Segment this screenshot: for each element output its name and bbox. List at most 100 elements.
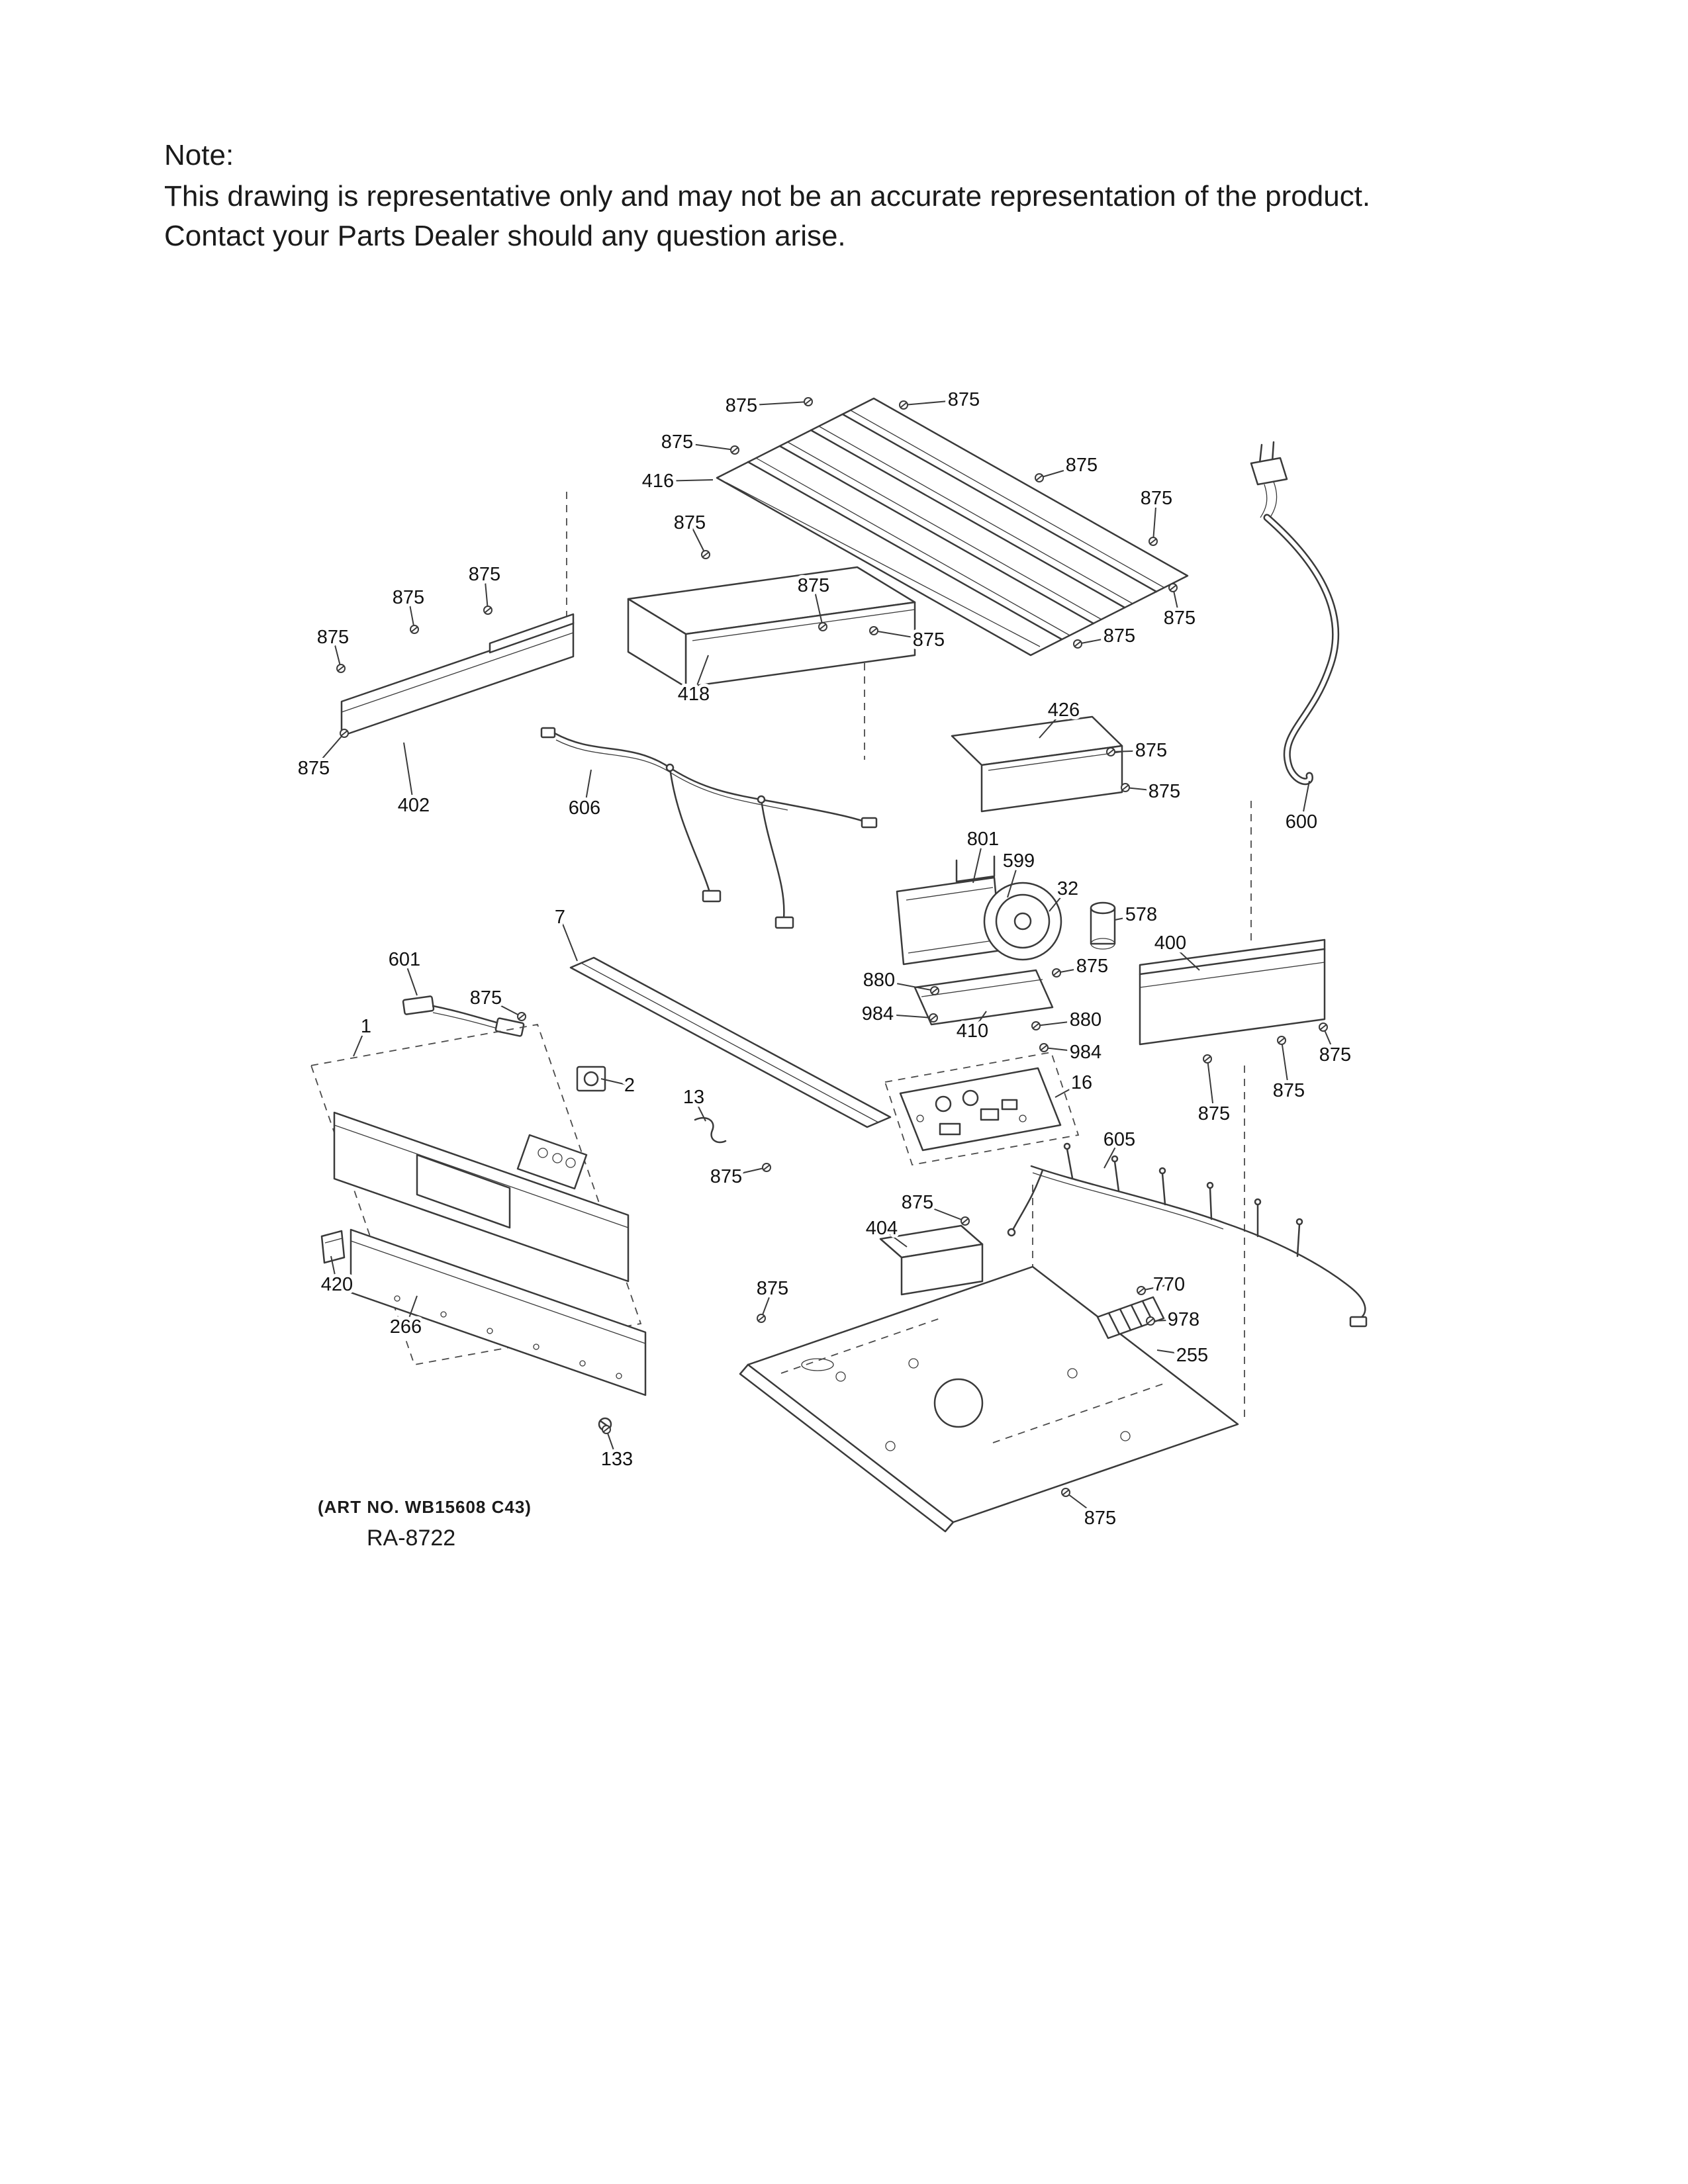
control-panel-face-266	[350, 1228, 647, 1396]
leader-line-875	[1207, 1058, 1215, 1115]
part-number-7: 7	[555, 907, 565, 928]
leader-line-770	[1141, 1284, 1170, 1291]
part-number-400: 400	[1154, 933, 1186, 954]
mounting-bracket-426	[951, 715, 1123, 813]
leader-line-266	[405, 1295, 418, 1328]
leader-line-875	[484, 574, 489, 611]
leader-line-875	[741, 401, 809, 406]
leader-line-875	[1172, 587, 1180, 619]
part-number-875: 875	[674, 512, 706, 533]
leader-line-418	[693, 655, 709, 695]
screw-icon	[483, 606, 492, 615]
part-number-875: 875	[710, 1166, 742, 1187]
part-number-606: 606	[569, 797, 600, 819]
top-cover-panel-416	[716, 397, 1189, 657]
leader-line-420	[330, 1255, 338, 1285]
leader-line-875	[485, 997, 522, 1017]
screw-icon	[730, 445, 739, 455]
leader-line-875	[689, 522, 706, 555]
screw-icon	[757, 1314, 766, 1323]
screw-icon	[1035, 473, 1044, 482]
screw-icon	[701, 550, 710, 559]
screw-icon	[1203, 1054, 1212, 1064]
leader-line-880	[1035, 1019, 1086, 1026]
screw-icon	[930, 986, 939, 995]
note-title: Note:	[164, 139, 234, 171]
ribbon-cable-601	[402, 995, 525, 1037]
leader-line-1	[353, 1026, 367, 1057]
part-number-875: 875	[1198, 1103, 1230, 1124]
wire-harness-605	[1007, 1142, 1368, 1328]
screw-icon	[762, 1163, 771, 1172]
part-number-13: 13	[683, 1087, 704, 1108]
leader-line-984	[1043, 1047, 1086, 1053]
leader-line-875	[1125, 787, 1165, 792]
part-number-875: 875	[298, 758, 330, 779]
leader-line-605	[1103, 1139, 1120, 1169]
part-number-599: 599	[1003, 850, 1035, 872]
leader-line-2	[600, 1078, 630, 1086]
part-number-801: 801	[967, 829, 999, 850]
part-number-880: 880	[863, 970, 895, 991]
leader-line-875	[1056, 966, 1093, 974]
part-number-880: 880	[1070, 1009, 1102, 1030]
part-number-1: 1	[361, 1016, 371, 1037]
screw-icon	[804, 397, 813, 406]
footer-block: (ART NO. WB15608 C43) RA-8722	[318, 1497, 532, 1551]
part-number-600: 600	[1286, 811, 1317, 833]
leader-line-880	[878, 979, 935, 991]
leader-line-984	[877, 1013, 934, 1019]
part-number-426: 426	[1048, 700, 1080, 721]
leader-line-875	[408, 597, 415, 630]
part-number-978: 978	[1168, 1309, 1199, 1330]
leader-line-875	[1077, 635, 1120, 645]
screw-icon	[869, 626, 878, 635]
screw-icon	[1277, 1036, 1286, 1045]
screw-icon	[1061, 1488, 1070, 1497]
leader-line-978	[1150, 1319, 1184, 1322]
leader-line-400	[1170, 942, 1200, 971]
mounting-plate-410	[914, 969, 1054, 1026]
duct-404	[879, 1224, 984, 1296]
screw-icon	[961, 1216, 970, 1226]
blower-motor-assembly	[896, 855, 1062, 1026]
leader-line-404	[881, 1228, 908, 1248]
screw-icon	[1073, 639, 1082, 649]
leader-line-606	[584, 769, 592, 809]
part-number-578: 578	[1125, 904, 1157, 925]
control-board-16	[884, 1051, 1080, 1166]
part-number-875: 875	[470, 987, 502, 1009]
screw-icon	[929, 1013, 938, 1023]
part-number-875: 875	[1135, 740, 1167, 761]
part-number-875: 875	[1319, 1044, 1351, 1066]
right-side-panel-400	[1139, 938, 1326, 1046]
leader-line-416	[657, 479, 714, 482]
screw-icon	[340, 729, 349, 738]
part-number-410: 410	[957, 1021, 988, 1042]
screw-icon	[517, 1012, 526, 1021]
leader-line-875	[1323, 1026, 1336, 1056]
terminal-block-255	[1096, 1296, 1165, 1340]
screw-icon	[1106, 747, 1115, 756]
screw-icon	[1168, 583, 1178, 592]
art-number: (ART NO. WB15608 C43)	[318, 1497, 532, 1517]
screw-icon	[1052, 968, 1061, 978]
support-bracket-7	[569, 956, 892, 1128]
screw-icon	[602, 1425, 611, 1434]
leader-line-875	[677, 441, 735, 451]
part-number-984: 984	[1070, 1042, 1102, 1063]
part-number-875: 875	[1273, 1080, 1305, 1101]
bracket-420	[320, 1230, 346, 1264]
wire-clip-13	[694, 1116, 727, 1144]
screw-icon	[1137, 1286, 1146, 1295]
screw-icon	[1121, 783, 1130, 792]
leader-line-875	[726, 1167, 767, 1177]
screw-icon	[336, 664, 346, 673]
note-line1: This drawing is representative only and …	[164, 180, 1371, 212]
leader-line-402	[403, 742, 414, 806]
part-number-875: 875	[798, 575, 829, 596]
part-number-420: 420	[321, 1274, 353, 1295]
